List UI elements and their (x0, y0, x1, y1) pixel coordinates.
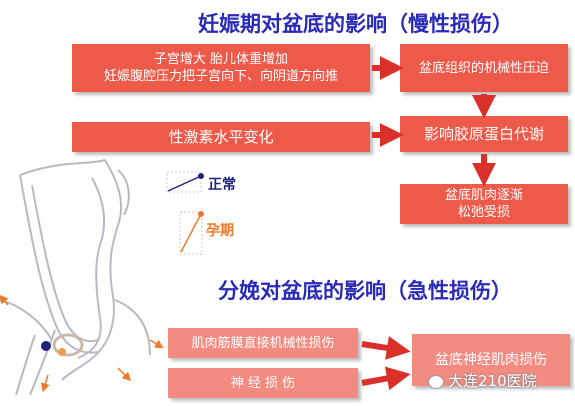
cause-mechanical-label: 肌肉筋膜直接机械性损伤 (191, 335, 335, 351)
force-arrow-2 (149, 339, 164, 349)
legend-pregnant-line (180, 213, 202, 253)
pelvis-sketch (0, 159, 151, 396)
cause-hormone-label: 性激素水平变化 (168, 127, 274, 146)
marker-dark-dot (41, 341, 51, 351)
cause-uterus-box: 子宫增大 胎儿体重增加 妊娠腹腔压力把子宫向下、向阴道方向推 (72, 44, 370, 92)
legend-normal-line (167, 175, 202, 192)
result-muscle-line2: 松弛受损 (457, 205, 510, 220)
title-pregnancy: 妊娠期对盆底的影响（慢性损伤） (198, 12, 513, 36)
wechat-icon (428, 374, 444, 389)
arrow-mechanical-to-result (361, 336, 411, 360)
effect-collagen-box: 影响胶原蛋白代谢 (400, 116, 568, 152)
effect-compression-label: 盆底组织的机械性压迫 (418, 60, 549, 76)
result-neuromuscular-label: 盆底神经肌肉损伤 (435, 351, 547, 368)
pregnant-label: 孕期 (206, 223, 234, 239)
title-delivery: 分娩对盆底的影响（急性损伤） (218, 279, 512, 303)
normal-label: 正常 (208, 177, 236, 193)
result-muscle-line1: 盆底肌肉逐渐 (444, 188, 523, 203)
cause-mechanical-box: 肌肉筋膜直接机械性损伤 (168, 328, 358, 358)
uterus-shape (52, 333, 84, 357)
cause-nerve-label: 神 经 损 伤 (230, 375, 296, 391)
force-arrow-4 (117, 367, 132, 382)
effect-collagen-label: 影响胶原蛋白代谢 (423, 124, 544, 143)
watermark-text: 大连210医院 (448, 372, 537, 390)
cause-uterus-line2: 妊娠腹腔压力把子宫向下、向阴道方向推 (103, 69, 338, 84)
cause-hormone-box: 性激素水平变化 (72, 122, 370, 152)
result-muscle-box: 盆底肌肉逐渐 松弛受损 (400, 184, 568, 224)
effect-compression-box: 盆底组织的机械性压迫 (400, 44, 568, 92)
marker-orange-dot (58, 348, 66, 356)
force-arrow-1 (0, 294, 9, 306)
legend-normal-box (166, 171, 202, 193)
watermark: 大连210医院 (428, 370, 537, 391)
force-arrow-3 (41, 374, 50, 393)
arrow-nerve-to-result (361, 366, 411, 391)
cause-uterus-line1: 子宫增大 胎儿体重增加 (153, 52, 289, 67)
cause-nerve-box: 神 经 损 伤 (168, 368, 358, 398)
